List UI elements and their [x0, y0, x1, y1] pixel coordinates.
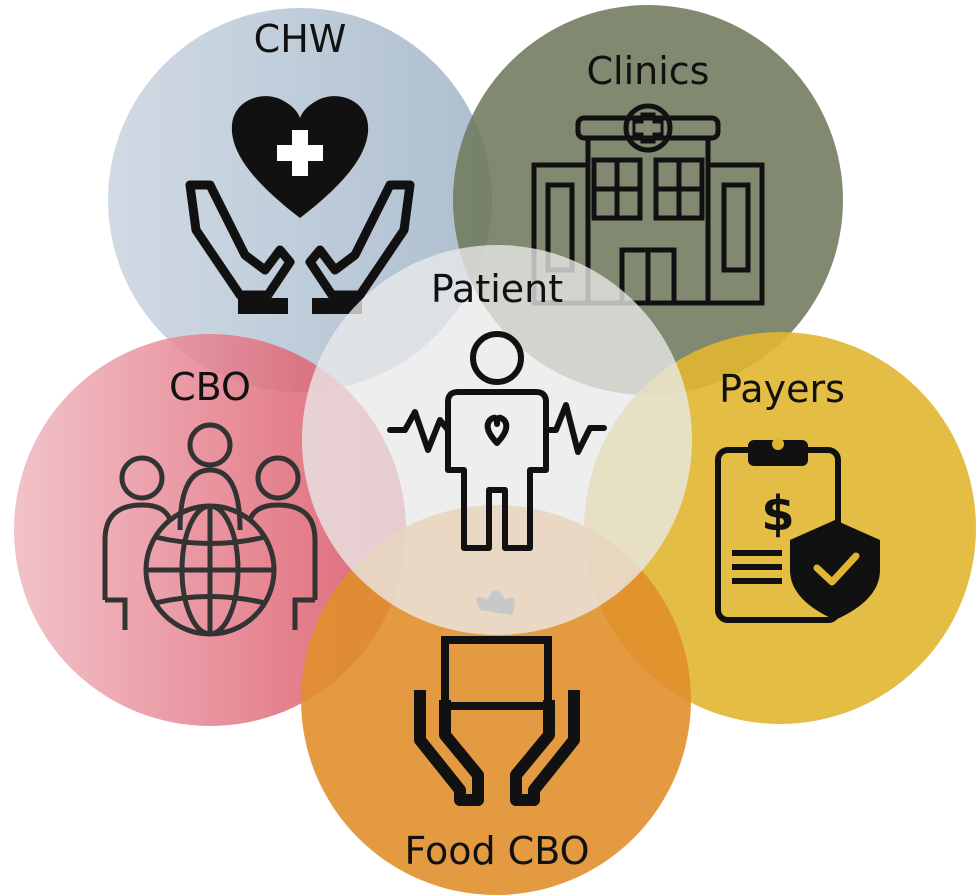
- hospital-building-icon: [531, 103, 765, 306]
- community-globe-icon: [102, 422, 318, 637]
- food-cbo-label: Food CBO: [404, 829, 589, 873]
- node-patient: Patient: [302, 245, 692, 635]
- hands-food-box-icon: [414, 590, 580, 806]
- cbo-label: CBO: [169, 365, 251, 409]
- svg-text:$: $: [761, 486, 794, 542]
- clipboard-dollar-shield-icon: $: [715, 438, 880, 623]
- payers-label: Payers: [719, 367, 845, 411]
- hands-heart-cross-icon: [185, 96, 415, 314]
- patient-label: Patient: [431, 267, 563, 311]
- person-heartbeat-icon: [387, 331, 607, 551]
- chw-label: CHW: [254, 17, 347, 61]
- clinics-label: Clinics: [587, 49, 710, 93]
